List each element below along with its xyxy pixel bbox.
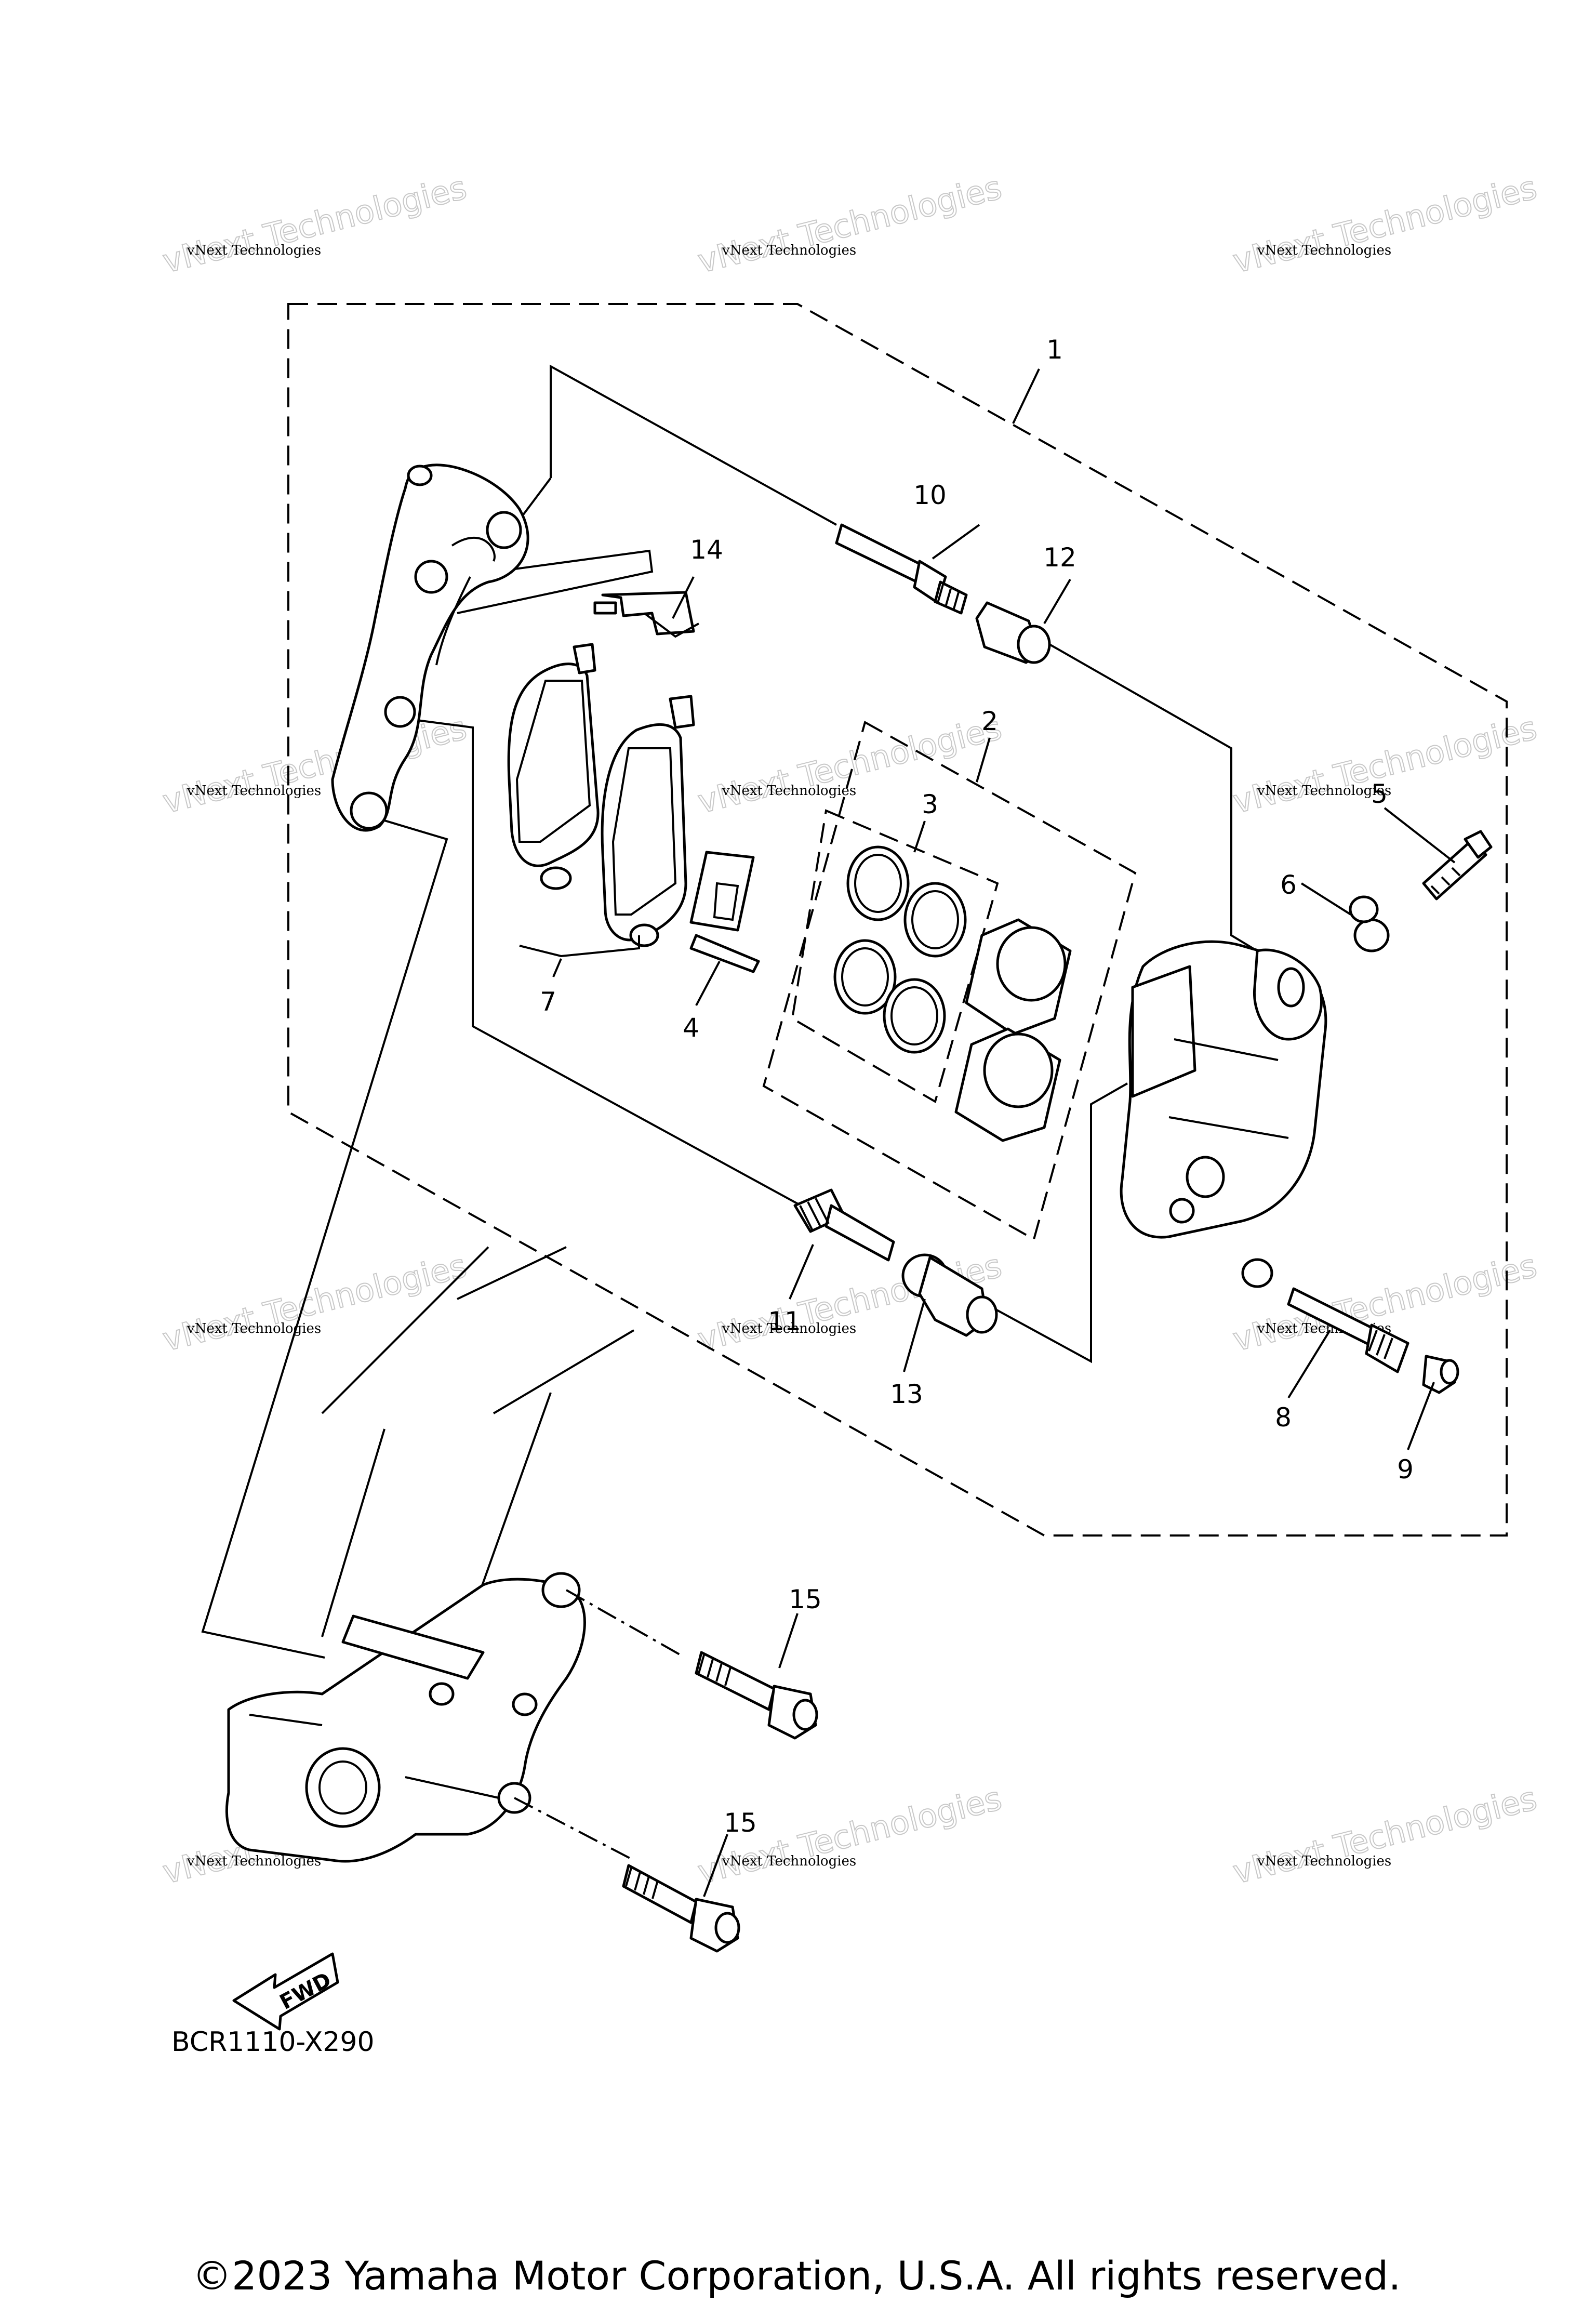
bleed-screw — [1422, 830, 1493, 901]
callout-9: 9 — [1397, 1454, 1414, 1485]
pad-support — [689, 851, 760, 973]
callout-10: 10 — [913, 480, 947, 510]
bolt-axis-upper — [566, 1589, 681, 1656]
piston-seal-outline-dashed — [791, 809, 999, 1104]
brake-pad-front — [507, 643, 600, 890]
callout-2: 2 — [981, 706, 998, 736]
callout-8: 8 — [1275, 1402, 1292, 1433]
watermark-text: vNext Technologies — [187, 783, 321, 799]
slide-pin-upper — [835, 523, 968, 615]
callout-6: 6 — [1280, 870, 1297, 900]
watermark-text: vNext Technologies — [722, 1321, 856, 1336]
guide-line-upper — [518, 364, 1258, 952]
caliper-pistons — [954, 918, 1072, 1142]
callout-15-lower: 15 — [724, 1808, 757, 1838]
watermark-text: vNext Technologies — [722, 243, 856, 258]
fork-leg — [225, 1246, 635, 1863]
watermark-text: vNext Technologies — [187, 243, 321, 258]
callout-7: 7 — [540, 987, 556, 1017]
seal-kit-outline-dashed — [762, 721, 1137, 1241]
caliper-bracket — [331, 464, 529, 832]
callout-leaders — [552, 368, 1456, 1897]
callout-12: 12 — [1043, 542, 1076, 573]
watermark-text: vNext Technologies — [1257, 243, 1391, 258]
callout-3: 3 — [922, 789, 938, 819]
callout-1: 1 — [1046, 335, 1063, 365]
bolt-axis-lower — [514, 1797, 634, 1861]
pad-spring — [593, 591, 699, 638]
guide-line-mount — [201, 815, 448, 1659]
watermark-text: vNext Technologies — [1257, 1853, 1391, 1869]
callout-4: 4 — [683, 1013, 699, 1043]
slide-pin-boot-upper — [975, 601, 1051, 664]
callout-15-upper: 15 — [789, 1584, 822, 1614]
watermark-ghost-text: vNext Technologies — [1229, 1779, 1540, 1891]
pad-pin-plug — [1422, 1355, 1459, 1394]
caliper-body — [1120, 940, 1327, 1288]
bleed-screw-cap — [1349, 895, 1390, 952]
watermark-text: vNext Technologies — [722, 783, 856, 799]
slide-pin-boot-lower — [901, 1253, 998, 1337]
watermark-text: vNext Technologies — [722, 1853, 856, 1869]
callout-5: 5 — [1371, 779, 1388, 809]
watermark-text: vNext Technologies — [187, 1321, 321, 1336]
watermark-ghost-text: vNext Technologies — [1229, 168, 1540, 281]
mounting-bolt-lower — [622, 1864, 740, 1953]
guide-line-pads — [413, 549, 1128, 1363]
watermark-ghost-text: vNext Technologies — [159, 709, 470, 821]
copyright-notice: ©2023 Yamaha Motor Corporation, U.S.A. A… — [192, 2253, 1401, 2299]
fwd-arrow-icon: FWD — [232, 1952, 339, 2031]
watermark-ghost-text: vNext Technologies — [694, 168, 1005, 281]
diagram-code: BCR1110-X290 — [171, 2027, 375, 2058]
leader-7 — [519, 935, 640, 958]
mounting-bolt-upper — [695, 1651, 818, 1740]
callout-13: 13 — [890, 1379, 923, 1409]
callout-11: 11 — [768, 1306, 801, 1336]
watermark-ghost-text: vNext Technologies — [159, 1247, 470, 1359]
pad-pin — [1287, 1287, 1409, 1373]
watermark-text: vNext Technologies — [1257, 783, 1391, 799]
watermark-ghost-text: vNext Technologies — [159, 168, 470, 281]
callout-14: 14 — [690, 535, 723, 565]
watermark-ghost-text: vNext Technologies — [694, 709, 1005, 821]
brake-pad-rear — [601, 695, 695, 947]
slide-pin-lower — [793, 1188, 895, 1262]
piston-seals — [833, 845, 967, 1054]
assembly-outline-dashed — [287, 303, 1508, 1537]
